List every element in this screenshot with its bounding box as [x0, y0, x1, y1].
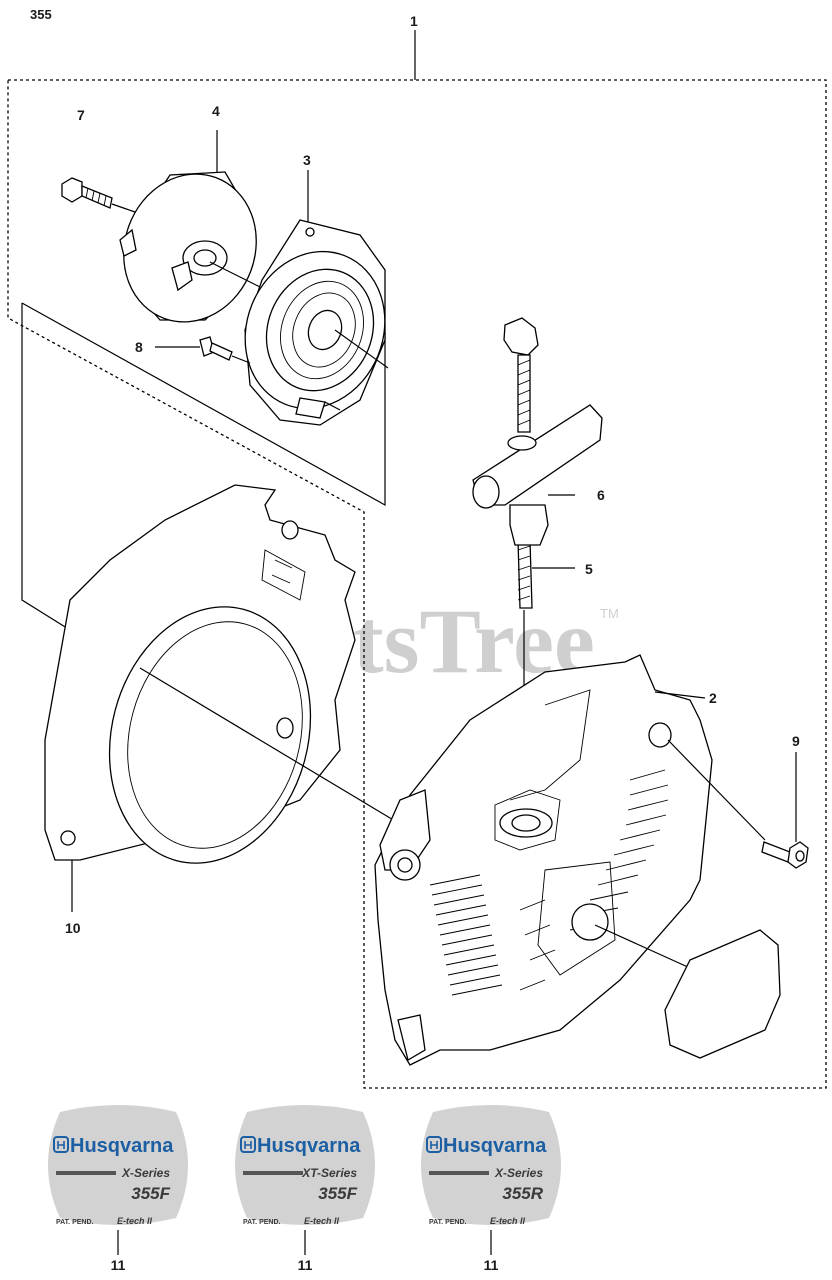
decal-etech: E-tech II	[490, 1216, 526, 1226]
husqvarna-logo-icon	[53, 1136, 69, 1153]
model-code: 355	[30, 7, 52, 22]
callout-6: 6	[597, 487, 605, 503]
decal-bar	[429, 1171, 489, 1175]
callout-10: 10	[65, 920, 81, 936]
decal-pat-pend: PAT. PEND.	[56, 1219, 94, 1226]
husqvarna-logo-icon	[240, 1136, 256, 1153]
callout-3: 3	[303, 152, 311, 168]
decal-pat-pend: PAT. PEND.	[429, 1219, 467, 1226]
subassembly-frame	[21, 302, 386, 631]
decal-background	[235, 1105, 375, 1225]
callout-11: 11	[298, 1257, 313, 1273]
part-bolt-7	[61, 177, 136, 213]
husqvarna-crown-icon	[57, 1141, 65, 1149]
decal-brand: Husqvarna	[257, 1135, 361, 1157]
husqvarna-logo-icon	[426, 1136, 442, 1153]
callout-7: 7	[77, 107, 85, 123]
part-pulley-4	[119, 130, 331, 323]
part-filter-blank	[664, 929, 781, 1059]
decal-background	[421, 1105, 561, 1225]
watermark-tm: TM	[600, 606, 619, 621]
decal-bar	[243, 1171, 303, 1175]
decal-bar	[56, 1171, 116, 1175]
husqvarna-crown-icon	[430, 1141, 438, 1149]
decal-brand: Husqvarna	[70, 1135, 174, 1157]
callout-11: 11	[111, 1257, 126, 1273]
decal-pat-pend: PAT. PEND.	[243, 1219, 281, 1226]
part-spring-housing-3	[244, 170, 389, 426]
decal-etech: E-tech II	[117, 1216, 153, 1226]
decal-series: X-Series	[121, 1166, 170, 1180]
part-screw-9	[761, 752, 809, 869]
decal-series: XT-Series	[301, 1166, 357, 1180]
callout-4: 4	[212, 103, 220, 119]
part-fan-housing-10	[44, 484, 411, 912]
decal-brand: Husqvarna	[443, 1135, 547, 1157]
callout-11: 11	[484, 1257, 499, 1273]
callout-1: 1	[410, 13, 418, 29]
callout-5: 5	[585, 561, 593, 577]
decal-series: X-Series	[494, 1166, 543, 1180]
decal-background	[48, 1105, 188, 1225]
part-starter-cover-2	[374, 654, 766, 1066]
callout-2: 2	[709, 690, 717, 706]
husqvarna-crown-icon	[244, 1141, 252, 1149]
callout-9: 9	[792, 733, 800, 749]
decal-etech: E-tech II	[304, 1216, 340, 1226]
decal-model: 355F	[131, 1184, 170, 1203]
part-screw-8	[155, 336, 251, 364]
decal-model: 355F	[318, 1184, 357, 1203]
callout-8: 8	[135, 339, 143, 355]
assembly-boundary	[7, 79, 827, 1089]
decal-model: 355R	[502, 1184, 543, 1203]
part-handle-6	[472, 317, 603, 546]
